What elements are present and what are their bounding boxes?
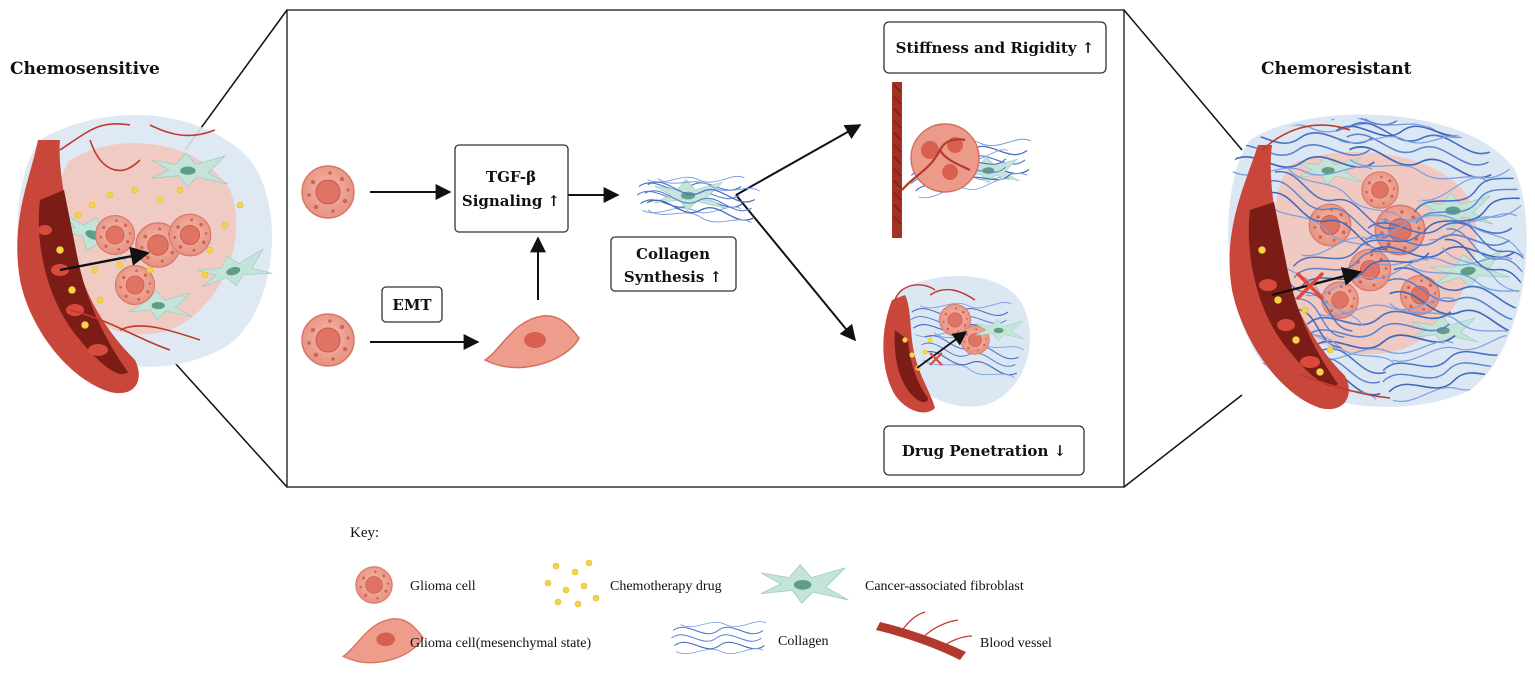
tgf-signaling-box <box>454 144 569 233</box>
key-label-glioma-cell: Glioma cell <box>410 579 476 594</box>
key-label-glioma-mesenchymal: Glioma cell(mesenchymal state) <box>410 636 591 651</box>
chemosensitive-tumor-illustration <box>17 115 274 394</box>
collagen-label-line1: Collagen <box>636 245 710 263</box>
key-chemotherapy-drug-icon <box>544 559 600 608</box>
tgf-label-line2: Signaling ↑ <box>462 192 560 210</box>
key-label-chemotherapy-drug: Chemotherapy drug <box>610 579 722 594</box>
title-chemoresistant: Chemoresistant <box>1261 59 1412 79</box>
arrow-collagen-to-stiffness <box>735 124 862 196</box>
chemoresistant-tumor-illustration <box>1224 114 1527 410</box>
stiffness-box <box>883 21 1107 74</box>
zoom-line-left-top <box>184 9 288 151</box>
key-label-caf: Cancer-associated fibroblast <box>865 579 1024 594</box>
drug-penetration-illustration <box>883 276 1031 413</box>
key-title: Key: <box>350 525 379 541</box>
glioma-cell-upper <box>301 165 355 219</box>
glioma-cell-lower <box>301 313 355 367</box>
drug-penetration-box <box>883 425 1085 476</box>
tgf-label-line1: TGF-β <box>486 168 536 186</box>
emt-label: EMT <box>392 296 432 314</box>
collagen-label-line2: Synthesis ↑ <box>624 268 722 286</box>
key-blood-vessel-icon <box>876 611 973 660</box>
key-collagen-icon <box>670 621 767 655</box>
zoom-line-right-bottom <box>1123 394 1243 488</box>
collagen-synthesis-box <box>610 236 737 292</box>
emt-box <box>381 286 443 323</box>
zoom-line-left-bottom <box>174 362 288 488</box>
key-caf-icon <box>760 564 849 604</box>
key-label-blood-vessel: Blood vessel <box>980 636 1052 651</box>
stiffness-label: Stiffness and Rigidity ↑ <box>896 39 1095 57</box>
key-label-collagen: Collagen <box>778 634 829 649</box>
arrow-collagen-to-penetration <box>735 194 857 342</box>
drug-penetration-label: Drug Penetration ↓ <box>902 442 1066 460</box>
key-glioma-cell-icon <box>355 566 393 604</box>
stiffness-illustration <box>892 82 1032 238</box>
zoom-line-right-top <box>1123 9 1243 151</box>
title-chemosensitive: Chemosensitive <box>10 59 160 79</box>
